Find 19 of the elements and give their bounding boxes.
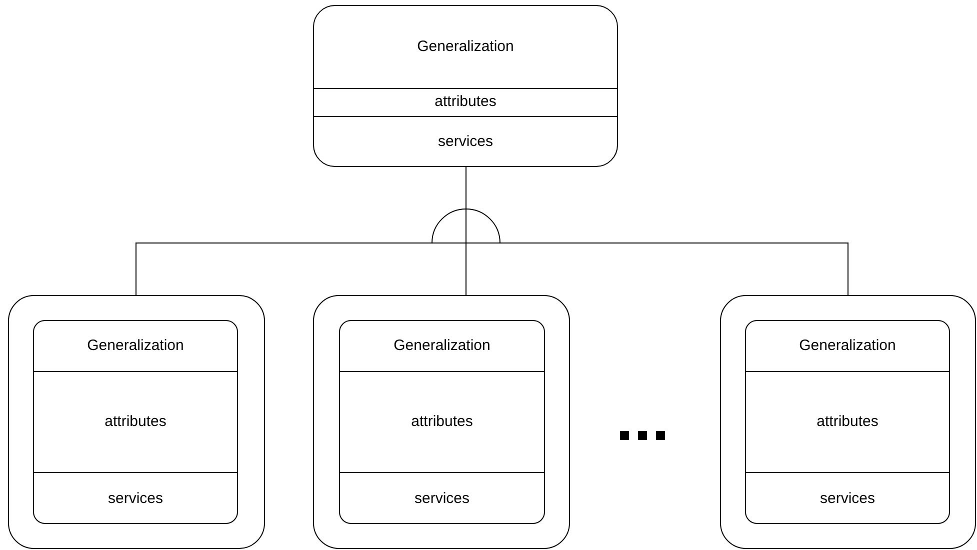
class-name: Generalization [417,36,514,57]
class-name: Generalization [799,336,896,356]
attributes-label: attributes [816,412,878,432]
services-label: services [108,488,163,509]
class-box [33,320,238,524]
services-label: services [414,488,470,509]
services-label: services [438,132,493,152]
class-box [745,320,950,524]
class-box [313,5,618,167]
attributes-label: attributes [411,412,473,432]
attributes-label: attributes [104,412,166,432]
rounded-frame [8,295,265,549]
services-label: services [820,488,875,509]
rounded-frame [720,295,976,549]
class-name: Generalization [394,336,490,356]
attributes-label: attributes [434,92,496,112]
class-box [339,320,545,524]
rounded-frame [313,295,570,549]
class-name: Generalization [87,336,184,356]
